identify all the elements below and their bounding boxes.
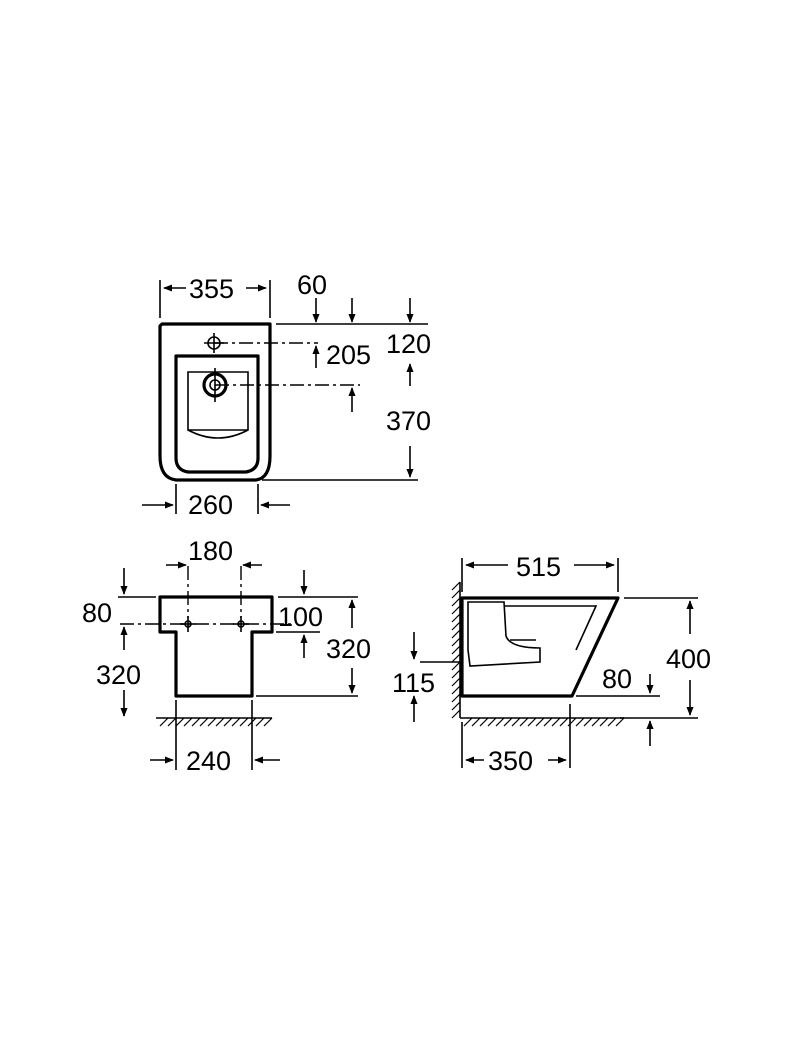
front-view: 180 80 320 100 320 240	[82, 536, 371, 776]
dim-60-label: 60	[297, 270, 327, 300]
wall-hatch	[451, 581, 461, 719]
bowl-inner-detail	[187, 371, 249, 439]
dim-80-side-label: 80	[602, 664, 632, 694]
side-view: 515 400 115 80 350	[392, 552, 711, 776]
dim-205-label: 205	[326, 340, 371, 370]
dim-355-label: 355	[189, 274, 234, 304]
dim-370-label: 370	[386, 406, 431, 436]
top-view: 355 60 120 205 370 260	[142, 270, 431, 520]
bidet-top-outline	[158, 322, 272, 482]
bidet-front-outline	[158, 595, 274, 698]
dim-320-right-label: 320	[326, 634, 371, 664]
bidet-side-outline	[460, 596, 620, 698]
dim-100-label: 100	[278, 602, 323, 632]
dim-115-label: 115	[392, 668, 435, 698]
dim-180-label: 180	[188, 536, 233, 566]
floor-hatch	[159, 717, 273, 727]
dim-120-label: 120	[386, 329, 431, 359]
dim-350-label: 350	[488, 746, 533, 776]
dim-260-label: 260	[188, 490, 233, 520]
dim-80-label: 80	[82, 598, 112, 628]
dim-320-left-label: 320	[96, 660, 141, 690]
rim-profile	[504, 605, 598, 651]
bowl-outline	[174, 354, 260, 474]
dim-240-label: 240	[186, 746, 231, 776]
side-floor-hatch	[463, 717, 625, 727]
dim-515-label: 515	[516, 552, 561, 582]
bowl-profile	[467, 601, 541, 667]
dim-400-label: 400	[666, 644, 711, 674]
